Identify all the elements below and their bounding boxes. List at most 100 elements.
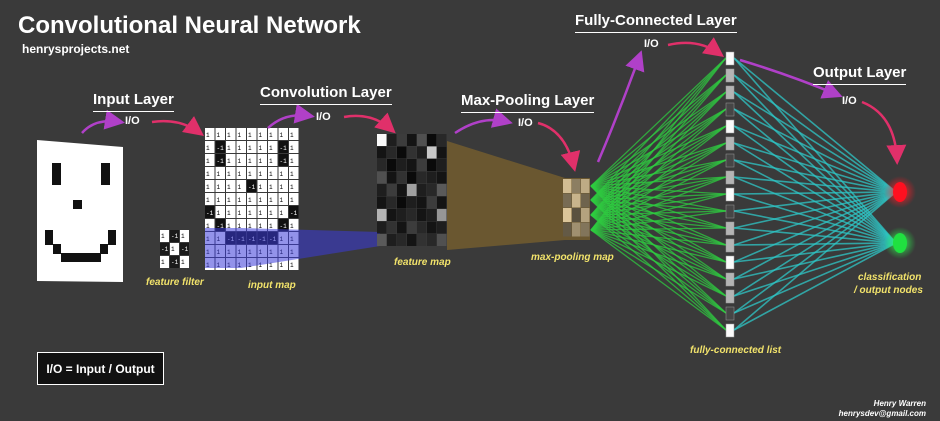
- feature-map-cell: [427, 146, 437, 159]
- input-map-value: 1: [290, 223, 294, 230]
- feature-filter-value: 1: [161, 233, 165, 240]
- input-map-cell: [247, 180, 257, 192]
- fc-node: [725, 102, 735, 117]
- output-node-green-core: [893, 233, 907, 253]
- input-map-cell: [268, 258, 278, 270]
- input-map-value: 1: [217, 132, 221, 139]
- output-nodes: [884, 176, 916, 259]
- feature-map-cell: [397, 134, 407, 146]
- input-map-cell: [257, 128, 267, 140]
- fc-connection-line: [590, 142, 727, 216]
- input-map-cell: [236, 154, 246, 166]
- feature-map-cell: [397, 196, 407, 209]
- input-map-cell: [278, 167, 288, 179]
- feature-filter-cell: [160, 243, 169, 255]
- output-connection-line: [733, 191, 897, 263]
- input-map-value: 1: [290, 197, 294, 204]
- input-map-cell: [236, 167, 246, 179]
- output-connection-line: [733, 191, 897, 280]
- feature-map-cell: [427, 196, 437, 209]
- fc-node: [725, 221, 735, 236]
- fc-connection-line: [590, 159, 727, 216]
- convolution-layer-title: Convolution Layer: [260, 84, 392, 105]
- credit-name: Henry Warren: [873, 399, 926, 408]
- input-map-value: 1: [227, 223, 231, 230]
- fc-connection-line: [590, 227, 727, 231]
- input-map-value: -1: [280, 158, 288, 165]
- fc-connection-line: [590, 74, 727, 187]
- input-map-cell: [205, 167, 215, 179]
- input-map-cell: [215, 193, 225, 205]
- input-map-value: 1: [269, 171, 273, 178]
- feature-map-cell: [377, 184, 387, 196]
- feature-map-cell: [407, 221, 417, 234]
- input-map-cell: [268, 154, 278, 166]
- feature-map-cell: [407, 209, 417, 221]
- arrow-out-in: [739, 58, 843, 99]
- feature-map-cell: [437, 171, 447, 184]
- feature-filter-value: -1: [171, 259, 179, 266]
- fc-connection-line: [590, 185, 727, 246]
- fc-node: [725, 204, 735, 219]
- feature-filter-value: 1: [171, 246, 175, 253]
- input-map-cell: [226, 180, 236, 192]
- input-map-value: 1: [269, 210, 273, 217]
- feature-map-cell: [417, 171, 427, 184]
- input-map-value: 1: [217, 197, 221, 204]
- input-map-cell: [236, 180, 246, 192]
- input-map-cell: [247, 206, 257, 218]
- input-map-value: 1: [280, 197, 284, 204]
- output-connection-line: [733, 108, 897, 193]
- input-map-value: 1: [290, 158, 294, 165]
- fc-connection-line: [590, 210, 727, 216]
- feature-map-cell: [437, 184, 447, 196]
- fc-connection-line: [590, 91, 727, 201]
- max-pooling-map-caption: max-pooling map: [531, 252, 614, 263]
- input-map-cell: [278, 206, 288, 218]
- io-arrows: [81, 37, 907, 172]
- fc-connection-line: [590, 57, 727, 187]
- fully-connected-list: [725, 51, 735, 338]
- input-map-cell: [289, 180, 299, 192]
- input-map-cell: [226, 193, 236, 205]
- input-map-cell: [226, 128, 236, 140]
- input-map-cell: [226, 219, 236, 231]
- fc-node: [725, 255, 735, 270]
- feature-map-cell: [387, 221, 397, 234]
- input-map-value: 1: [227, 171, 231, 178]
- filter-projection: [205, 228, 380, 268]
- input-map-cell: [205, 193, 215, 205]
- input-map-cell: [268, 193, 278, 205]
- output-connections: [733, 57, 897, 331]
- output-connection-line: [733, 91, 897, 193]
- input-map-value: -1: [217, 223, 225, 230]
- feature-map-cell: [397, 146, 407, 159]
- feature-map-cell: [417, 196, 427, 209]
- io-label-input: I/O: [125, 115, 140, 127]
- feature-map-cell: [397, 184, 407, 196]
- fc-connection-line: [590, 185, 727, 263]
- input-map-value: 1: [269, 158, 273, 165]
- input-map-cell: [247, 128, 257, 140]
- output-connection-line: [733, 176, 897, 193]
- input-map-value: 1: [206, 145, 210, 152]
- maxpool-layer-title: Max-Pooling Layer: [461, 92, 595, 113]
- output-connection-line: [733, 191, 897, 297]
- feature-filter-cell: [170, 256, 179, 268]
- feature-filter-value: 1: [181, 259, 185, 266]
- input-map-value: 1: [280, 171, 284, 178]
- input-map-cell: [205, 219, 215, 231]
- input-map-value: 1: [238, 197, 242, 204]
- input-map-value: 1: [269, 223, 273, 230]
- feature-map: [377, 134, 447, 246]
- fc-connection-line: [590, 229, 727, 314]
- arrow-pool-in: [454, 108, 513, 135]
- fc-connection-line: [590, 214, 727, 246]
- input-map-value: 1: [248, 210, 252, 217]
- fc-connection-line: [590, 214, 727, 229]
- input-map-value: 1: [238, 145, 242, 152]
- input-map-value: 1: [238, 184, 242, 191]
- fc-connection-line: [590, 57, 727, 216]
- input-map-caption: input map: [248, 280, 296, 291]
- input-map-value: 1: [259, 197, 263, 204]
